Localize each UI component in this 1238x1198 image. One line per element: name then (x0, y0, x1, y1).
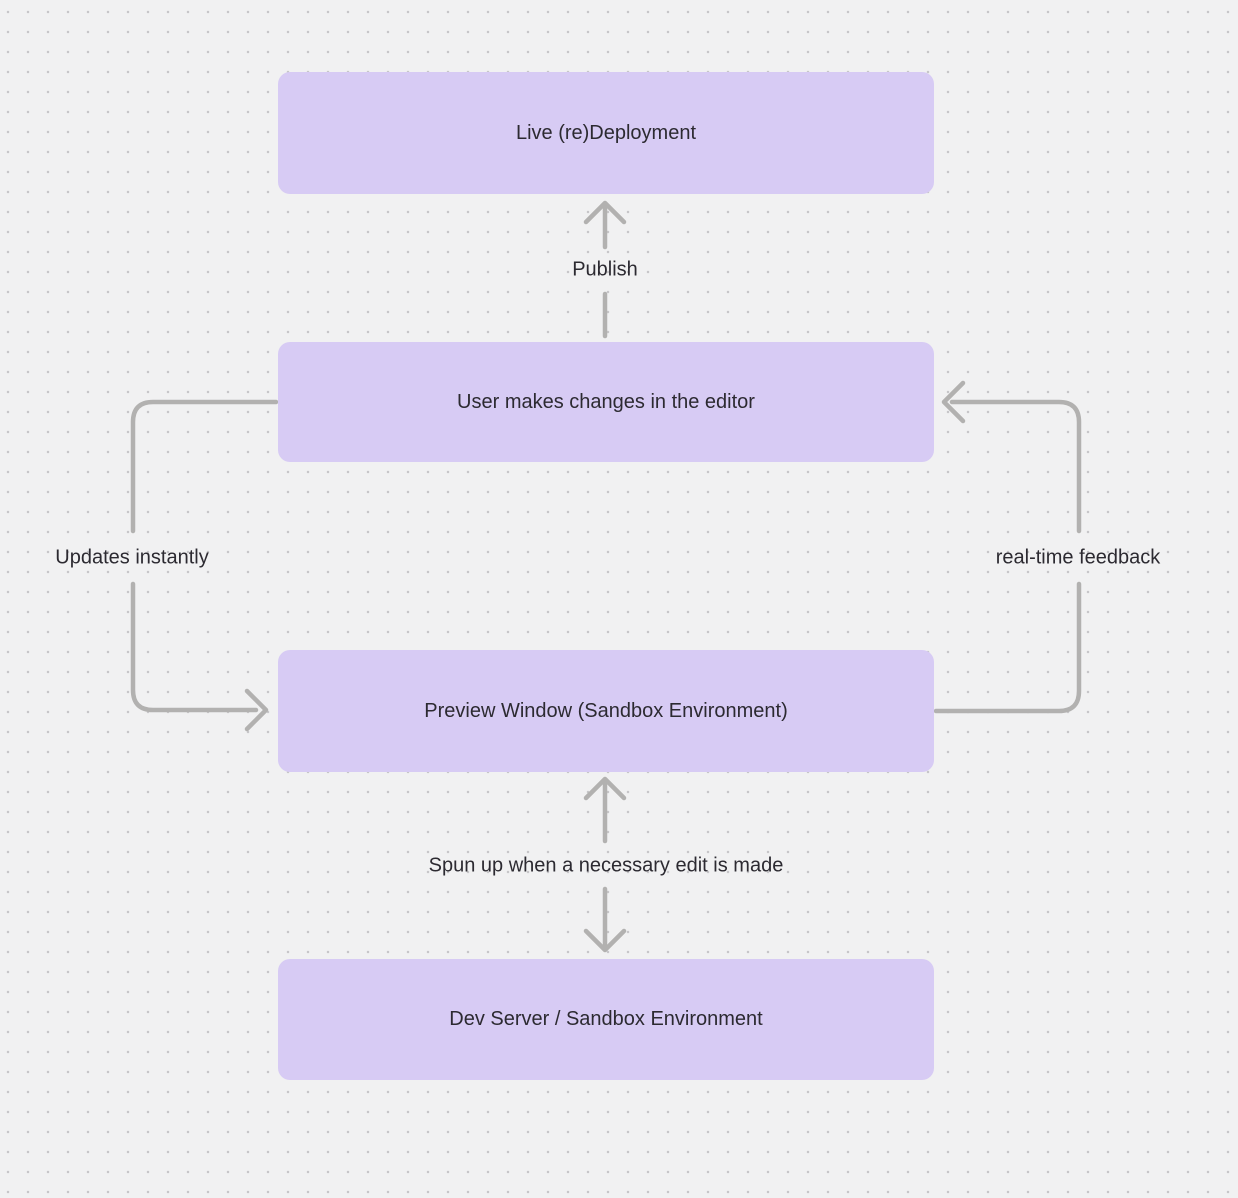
arrow-publish (583, 200, 627, 339)
edge-line (130, 399, 279, 534)
arrow-updates-instantly (130, 399, 279, 732)
arrowhead-left-icon (941, 380, 966, 424)
arrowhead-up-icon (583, 200, 627, 225)
arrow-real-time-feedback (933, 380, 1082, 714)
node-label: Preview Window (Sandbox Environment) (424, 699, 788, 722)
edge-label-updates-instantly: Updates instantly (55, 546, 209, 569)
node-label: Live (re)Deployment (515, 121, 697, 144)
arrow-spun-up (583, 776, 627, 953)
edge-label-spun-up: Spun up when a necessary edit is made (428, 854, 784, 877)
edge-line (933, 581, 1082, 714)
edge-line (949, 399, 1082, 534)
arrowhead-right-icon (244, 688, 269, 732)
edge-line (130, 581, 259, 713)
node-dev-server[interactable]: Dev Server / Sandbox Environment (278, 959, 934, 1080)
arrowhead-up-icon (583, 776, 627, 801)
node-preview-window[interactable]: Preview Window (Sandbox Environment) (278, 650, 934, 772)
arrowhead-down-icon (583, 928, 627, 953)
edge-label-publish: Publish (572, 258, 638, 281)
node-user-makes-changes[interactable]: User makes changes in the editor (278, 342, 934, 462)
node-label: User makes changes in the editor (457, 390, 755, 413)
edge-label-real-time-feedback: real-time feedback (995, 546, 1161, 569)
node-label: Dev Server / Sandbox Environment (449, 1008, 763, 1030)
node-live-redeployment[interactable]: Live (re)Deployment (278, 72, 934, 194)
